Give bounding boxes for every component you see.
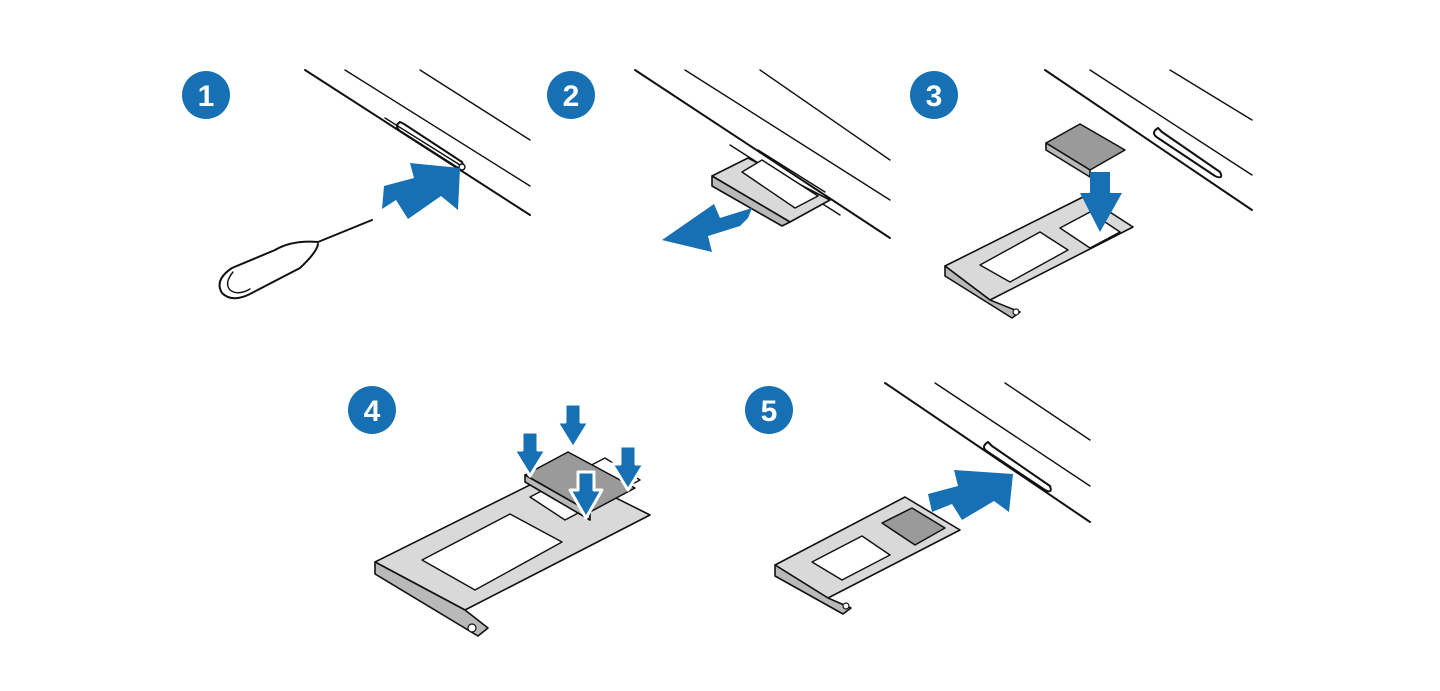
step-number: 2 bbox=[563, 80, 580, 113]
step-badge-2: 2 bbox=[547, 71, 595, 119]
press-down-arrow-icon bbox=[568, 470, 604, 520]
step-number: 1 bbox=[198, 80, 215, 113]
press-down-arrow-icon bbox=[1080, 172, 1122, 232]
step-badge-4: 4 bbox=[348, 386, 396, 434]
step-badge-5: 5 bbox=[745, 386, 793, 434]
sim-tray-icon bbox=[944, 195, 1134, 319]
push-arrow-icon bbox=[928, 470, 1013, 520]
push-arrow-icon bbox=[382, 163, 460, 219]
sim-slot-5 bbox=[983, 441, 1052, 493]
press-down-arrow-icon bbox=[555, 402, 591, 450]
sim-card-icon bbox=[1045, 123, 1126, 178]
step-number: 4 bbox=[364, 395, 381, 428]
phone-edge-3 bbox=[1044, 69, 1253, 211]
step-number: 5 bbox=[761, 395, 778, 428]
sim-tray-icon bbox=[711, 149, 831, 227]
step-3-panel bbox=[944, 69, 1253, 319]
step-badge-1: 1 bbox=[182, 71, 230, 119]
sim-slot-3 bbox=[1153, 127, 1223, 179]
press-down-arrow-icon bbox=[610, 444, 646, 492]
step-2-panel bbox=[634, 69, 891, 252]
pull-arrow-icon bbox=[662, 204, 752, 252]
step-number: 3 bbox=[926, 80, 943, 113]
sim-tray-icon bbox=[774, 496, 961, 615]
step-1-panel bbox=[218, 69, 531, 300]
step-4-panel bbox=[374, 402, 651, 637]
sim-slot-1 bbox=[396, 121, 466, 171]
step-badge-3: 3 bbox=[910, 71, 958, 119]
press-down-arrow-icon bbox=[512, 430, 548, 478]
sim-ejection-pin-icon bbox=[218, 219, 373, 300]
step-5-panel bbox=[774, 382, 1091, 615]
phone-edge-2 bbox=[634, 69, 891, 239]
